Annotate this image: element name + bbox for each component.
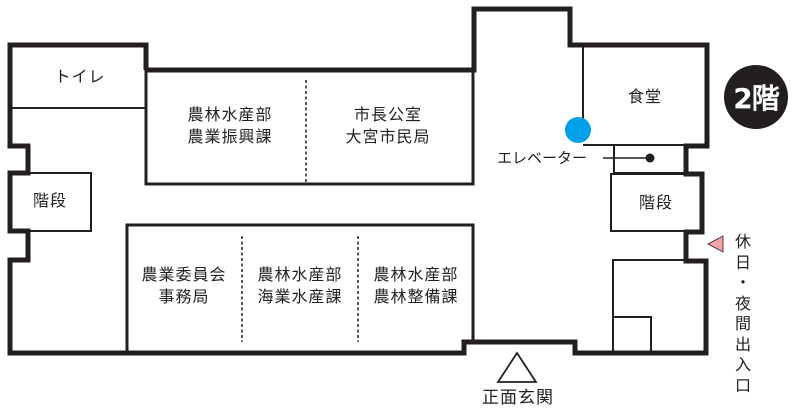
- main-entrance-label: 正面玄関: [482, 388, 554, 408]
- room-agri-promotion-line2: 農業振興課: [187, 127, 273, 146]
- room-land-improvement[interactable]: 農林水産部 農林整備課: [360, 264, 472, 308]
- elevator-marker-icon: [565, 117, 591, 143]
- after-hours-char: 出: [734, 334, 751, 354]
- room-land-improvement-line2: 農林整備課: [373, 287, 459, 306]
- room-mayor-office-line1: 市長公室: [353, 105, 422, 124]
- after-hours-char: ・: [734, 273, 751, 292]
- inner-walls: [11, 45, 706, 353]
- room-land-improvement-line1: 農林水産部: [373, 265, 459, 284]
- dotted-partitions: [241, 80, 359, 342]
- room-stairs-right-label: 階段: [638, 193, 673, 212]
- room-stairs-left[interactable]: 階段: [18, 190, 82, 212]
- room-stairs-right[interactable]: 階段: [622, 192, 690, 214]
- room-stairs-left-label: 階段: [32, 191, 67, 210]
- after-hours-char: 入: [734, 355, 751, 374]
- room-mayor-office-line2: 大宮市民局: [345, 127, 431, 146]
- after-hours-char: 夜: [734, 293, 751, 313]
- room-agri-committee-line1: 農業委員会: [141, 265, 227, 284]
- after-hours-entrance-label: 休 日 ・ 夜 間 出 入 口: [732, 232, 754, 396]
- elevator-label: エレベーター: [497, 149, 588, 167]
- room-cafeteria-label: 食堂: [627, 87, 662, 106]
- room-fisheries[interactable]: 農林水産部 海業水産課: [244, 264, 356, 308]
- room-toilet[interactable]: トイレ: [40, 66, 120, 88]
- room-agri-promotion[interactable]: 農林水産部 農業振興課: [160, 104, 300, 148]
- after-hours-char: 口: [734, 375, 751, 395]
- after-hours-char: 日: [734, 252, 751, 272]
- room-agri-promotion-line1: 農林水産部: [187, 105, 273, 124]
- room-agri-committee-line2: 事務局: [158, 287, 210, 306]
- after-hours-char: 休: [734, 232, 751, 251]
- room-fisheries-line2: 海業水産課: [257, 287, 343, 306]
- after-hours-entrance-triangle-icon: [707, 235, 724, 253]
- room-cafeteria[interactable]: 食堂: [610, 86, 680, 108]
- outer-walls: [7, 6, 710, 356]
- room-toilet-label: トイレ: [54, 67, 106, 86]
- room-fisheries-line1: 農林水産部: [257, 265, 343, 284]
- floor-badge: 2階: [724, 65, 788, 129]
- room-mayor-office[interactable]: 市長公室 大宮市民局: [318, 104, 458, 148]
- after-hours-char: 間: [734, 314, 751, 333]
- room-agri-committee[interactable]: 農業委員会 事務局: [128, 264, 240, 308]
- main-entrance-triangle-icon: [496, 351, 538, 383]
- elevator-dot-icon: [645, 153, 655, 163]
